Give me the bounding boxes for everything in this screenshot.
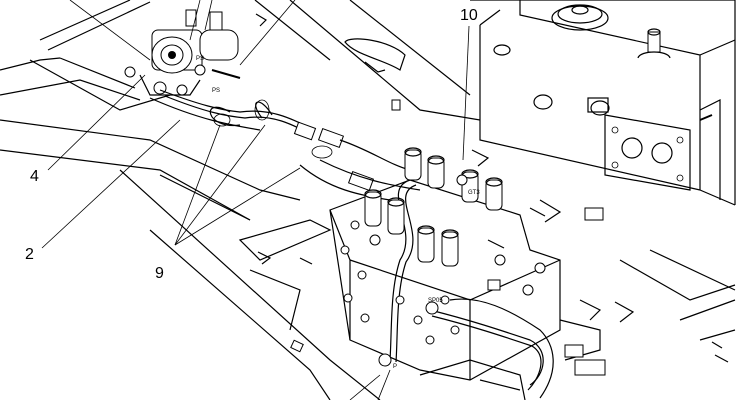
hose-harness: [149, 89, 554, 399]
control-valve-bank: GT3 SP05 P: [329, 147, 606, 400]
leader-lines: [41, 0, 470, 400]
pilot-valve-assembly: PS PS: [124, 9, 241, 96]
tank-block: [470, 0, 736, 341]
port-label-ps-top: PS: [196, 56, 204, 62]
port-label-gt3: GT3: [468, 190, 480, 196]
callout-2: 2: [25, 246, 34, 263]
callout-9: 9: [155, 265, 164, 282]
machine-frame: [0, 0, 481, 400]
callout-10: 10: [460, 7, 478, 24]
mounting-clips: [255, 13, 729, 363]
port-label-p: P: [393, 364, 397, 370]
callout-4: 4: [30, 168, 39, 185]
port-label-ps: PS: [212, 88, 220, 94]
callout-numbers: 10 4 2 9: [25, 7, 478, 282]
port-label-sp05: SP05: [428, 298, 443, 304]
